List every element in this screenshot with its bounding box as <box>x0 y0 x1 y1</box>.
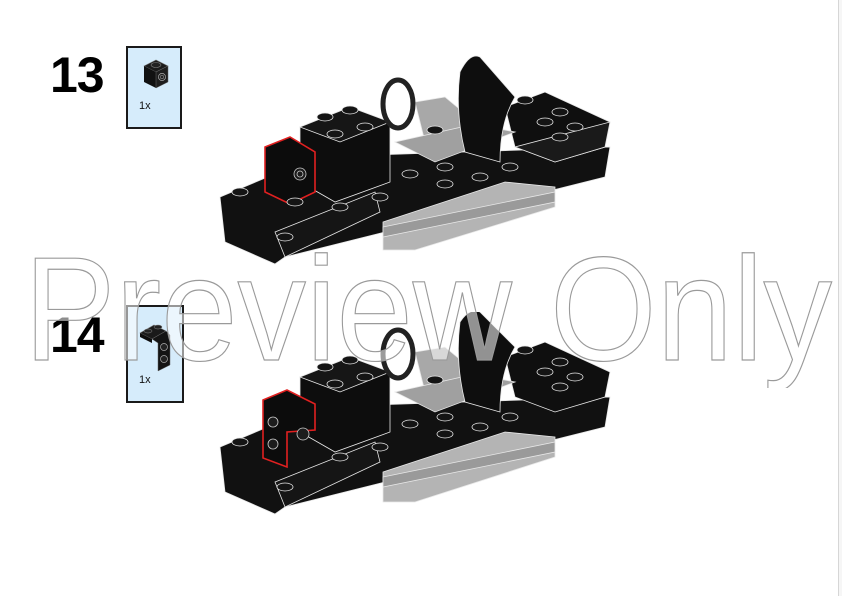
step-14-parts-callout: 1x <box>126 305 184 403</box>
bracket-1x2-1x2-icon <box>139 324 171 372</box>
step-13-number: 13 <box>50 47 105 103</box>
step-13-quantity: 1x <box>139 100 151 112</box>
step-14-model-image <box>219 312 611 515</box>
page-edge-line <box>838 0 839 596</box>
step-13-model-image <box>219 55 611 265</box>
step-13-parts-callout: 1x <box>126 46 182 129</box>
step-14-number: 14 <box>50 307 105 363</box>
page-gutter <box>839 0 842 596</box>
brick-1x1-with-side-stud-icon <box>143 59 169 89</box>
step-14-quantity: 1x <box>139 374 151 386</box>
